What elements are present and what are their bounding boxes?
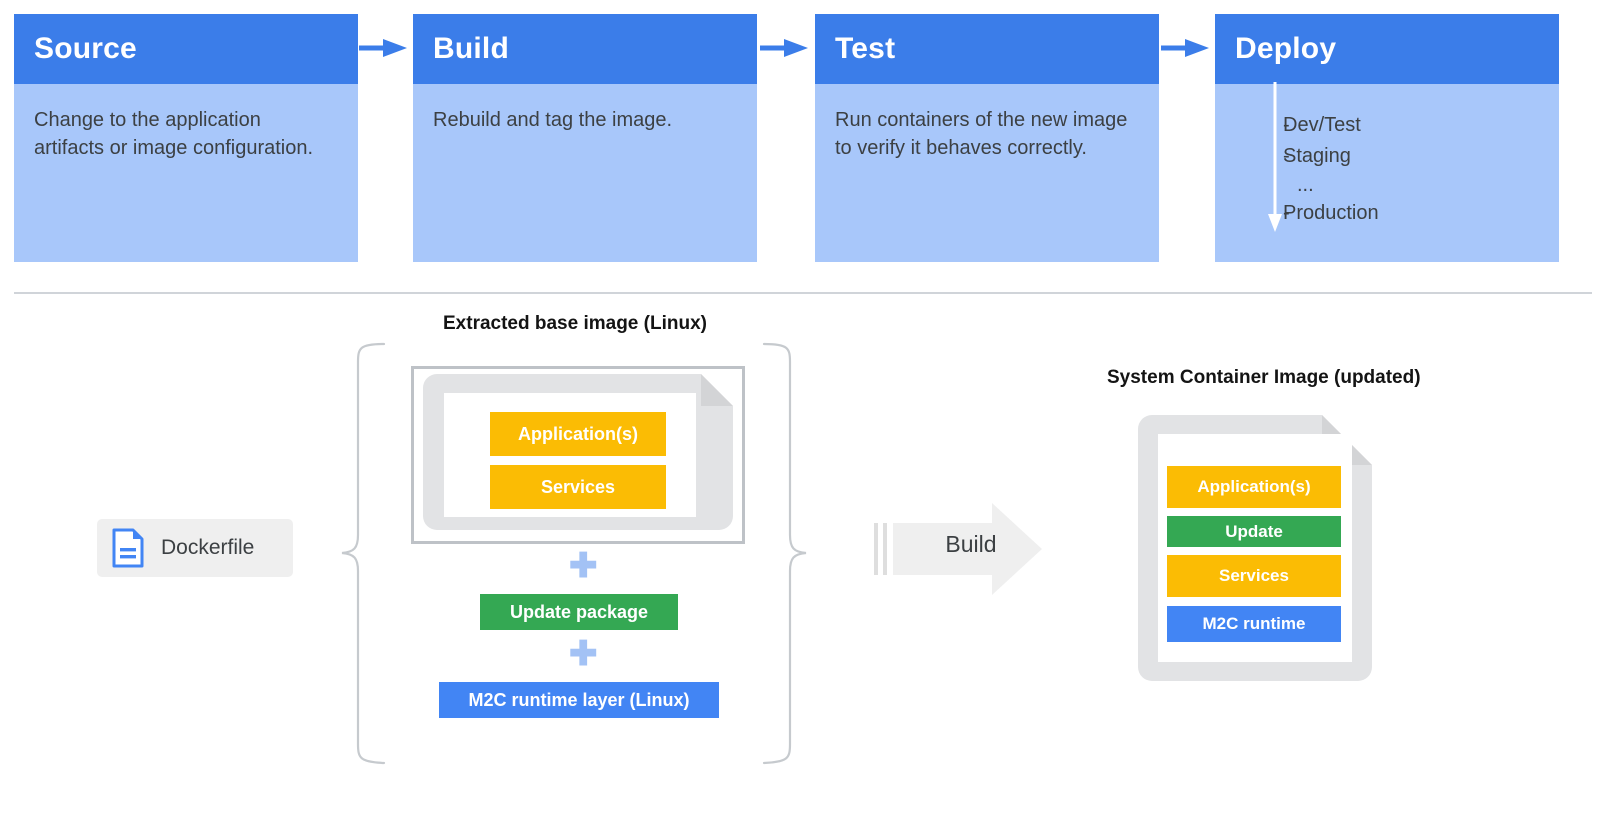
stage-body-build: Rebuild and tag the image.: [433, 109, 673, 131]
cicd-pipeline-section: Source Change to the application artifac…: [0, 0, 1606, 262]
stage-header-source: Source: [14, 14, 358, 84]
stage-body-source: Change to the application artifacts or i…: [34, 109, 314, 159]
deploy-env-dev-test: Dev/Test: [1283, 114, 1361, 136]
stage-title-test: Test: [835, 32, 896, 65]
stage-title-deploy: Deploy: [1235, 32, 1337, 65]
layer-box-update-package: Update package: [480, 594, 678, 630]
deploy-dash: -: [1283, 202, 1290, 224]
deploy-environment-list: - Dev/Test - Staging ... - Production: [1215, 110, 1559, 229]
stage-header-build: Build: [413, 14, 757, 84]
deploy-dash: -: [1283, 145, 1290, 167]
deploy-env-staging: Staging: [1283, 145, 1351, 167]
layer-box-m2c-runtime-result: M2C runtime: [1167, 606, 1341, 642]
layer-box-m2c-runtime-layer: M2C runtime layer (Linux): [439, 682, 719, 718]
stage-title-build: Build: [433, 32, 509, 65]
build-block-arrow-right-icon: [874, 503, 1042, 595]
dockerfile-label: Dockerfile: [161, 536, 255, 559]
deploy-env-production: Production: [1283, 202, 1379, 224]
connector-arrow-build-to-test: [760, 39, 808, 57]
deploy-progression-arrow-down-icon: [1268, 82, 1282, 232]
deploy-list-item: - Dev/Test: [1215, 110, 1559, 141]
deploy-list-item: - Staging: [1215, 141, 1559, 172]
stage-header-deploy: Deploy: [1215, 14, 1559, 84]
stage-title-source: Source: [34, 32, 137, 65]
stage-body-test: Run containers of the new image to verif…: [835, 109, 1128, 159]
dockerfile-chip[interactable]: Dockerfile: [97, 519, 293, 577]
build-arrow-label: Build: [945, 531, 997, 557]
connector-arrow-test-to-deploy: [1161, 39, 1209, 57]
grouping-braces: [341, 342, 807, 765]
stage-card-build[interactable]: Build Rebuild and tag the image.: [413, 14, 757, 262]
section-divider: [14, 292, 1592, 294]
layer-box-services-result: Services: [1167, 555, 1341, 597]
connector-arrow-source-to-build: [359, 39, 407, 57]
layer-box-services-base: Services: [490, 465, 666, 509]
plus-icon: ✚: [569, 547, 598, 585]
deploy-list-ellipsis: ...: [1297, 174, 1314, 196]
layer-box-applications-result: Application(s): [1167, 466, 1341, 508]
deploy-dash: -: [1283, 114, 1290, 136]
caption-system-container-image: System Container Image (updated): [1107, 367, 1421, 388]
caption-extracted-base-image: Extracted base image (Linux): [443, 313, 707, 334]
layer-box-update-result: Update: [1167, 516, 1341, 547]
document-icon: [112, 528, 144, 568]
system-container-image-document: [1138, 415, 1372, 681]
deploy-list-item: - Production: [1215, 198, 1559, 229]
stage-card-source[interactable]: Source Change to the application artifac…: [14, 14, 358, 262]
stage-card-test[interactable]: Test Run containers of the new image to …: [815, 14, 1159, 262]
layer-box-applications-base: Application(s): [490, 412, 666, 456]
plus-icon: ✚: [569, 635, 598, 673]
stage-header-test: Test: [815, 14, 1159, 84]
